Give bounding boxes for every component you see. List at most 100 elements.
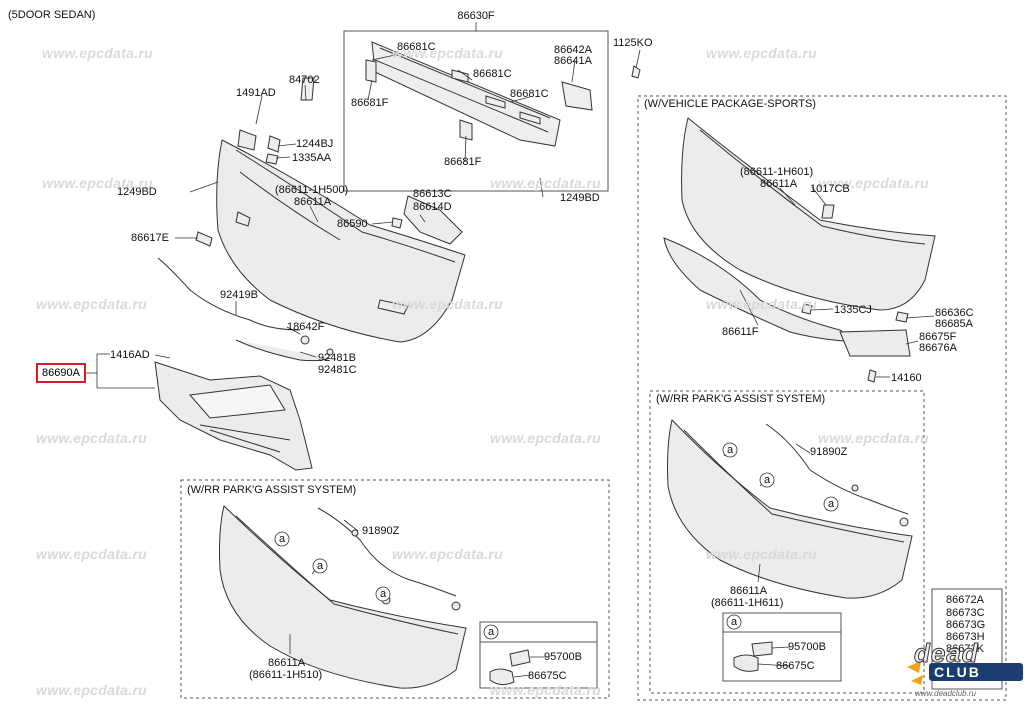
- part-label[interactable]: 1017CB: [810, 183, 850, 195]
- watermark: www.epcdata.ru: [490, 682, 602, 698]
- part-label[interactable]: 86673H: [946, 631, 985, 643]
- callout-a: a: [730, 616, 738, 628]
- watermark: www.epcdata.ru: [490, 175, 602, 191]
- watermark: www.epcdata.ru: [36, 682, 148, 698]
- watermark: www.epcdata.ru: [392, 546, 504, 562]
- logo-url: www.deadclub.ru: [915, 689, 976, 698]
- part-label[interactable]: 86642A: [554, 44, 592, 56]
- inset-list-right: [931, 588, 1003, 690]
- part-label[interactable]: 86611A: [268, 657, 306, 669]
- part-label[interactable]: 86681F: [351, 97, 389, 109]
- part-label[interactable]: 92481B: [318, 352, 356, 364]
- wiring-harness: [157, 257, 334, 362]
- part-label[interactable]: 86673G: [946, 619, 986, 631]
- part-label[interactable]: 1335AA: [292, 152, 332, 164]
- bumper-main: [195, 129, 466, 343]
- part-label[interactable]: 84702: [289, 74, 320, 86]
- part-label[interactable]: 86681C: [510, 88, 549, 100]
- part-label[interactable]: 86672A: [946, 594, 984, 606]
- deadclub-logo: [905, 637, 1033, 705]
- part-label[interactable]: 86685A: [935, 318, 973, 330]
- part-label[interactable]: 91890Z: [810, 446, 848, 458]
- watermark: www.epcdata.ru: [706, 45, 818, 61]
- part-label[interactable]: 1249BD: [117, 186, 157, 198]
- part-label[interactable]: 92419B: [220, 289, 258, 301]
- part-label[interactable]: 86611A: [730, 585, 768, 597]
- part-label[interactable]: 86617E: [131, 232, 169, 244]
- bumper-sports: [663, 117, 936, 383]
- part-label[interactable]: 91890Z: [362, 525, 400, 537]
- part-label[interactable]: 92481C: [318, 364, 357, 376]
- part-label[interactable]: 1416AD: [110, 349, 150, 361]
- part-label[interactable]: 86681F: [444, 156, 482, 168]
- leader-lines: [86, 22, 935, 678]
- box-title-sports: (W/VEHICLE PACKAGE-SPORTS): [644, 98, 816, 110]
- watermark: www.epcdata.ru: [42, 175, 154, 191]
- logo-wordmark: dead: [914, 638, 979, 669]
- part-label[interactable]: (86611-1H601): [740, 166, 814, 178]
- part-label[interactable]: 86681C: [473, 68, 512, 80]
- callout-a: a: [726, 444, 734, 456]
- callout-a: a: [278, 533, 286, 545]
- watermark: www.epcdata.ru: [706, 546, 818, 562]
- watermark: www.epcdata.ru: [36, 296, 148, 312]
- part-label[interactable]: 86675C: [776, 660, 815, 672]
- part-label[interactable]: 18642F: [287, 321, 325, 333]
- part-label[interactable]: 1244BJ: [296, 138, 334, 150]
- part-label[interactable]: (86611-1H510): [249, 669, 323, 681]
- part-label[interactable]: (86611-1H611): [711, 597, 784, 609]
- watermark: www.epcdata.ru: [490, 430, 602, 446]
- part-label[interactable]: 86681C: [397, 41, 436, 53]
- watermark: www.epcdata.ru: [392, 296, 504, 312]
- bumper-park-assist-left: [219, 505, 467, 689]
- inset-a-left: [479, 621, 598, 689]
- part-label[interactable]: 95700B: [544, 651, 582, 663]
- undercover: [154, 361, 313, 471]
- part-label[interactable]: 86673K: [946, 643, 984, 655]
- part-label[interactable]: 86673C: [946, 607, 985, 619]
- sensor-parts: [489, 641, 773, 686]
- box-title-park-assist-right: (W/RR PARK'G ASSIST SYSTEM): [656, 393, 826, 405]
- part-label[interactable]: 86611F: [722, 326, 759, 338]
- callout-a: a: [827, 498, 835, 510]
- part-label[interactable]: 86676A: [919, 342, 957, 354]
- watermark: www.epcdata.ru: [818, 430, 930, 446]
- part-label[interactable]: 1335CJ: [834, 304, 872, 316]
- part-label[interactable]: 86614D: [413, 201, 452, 213]
- callout-circles: [274, 442, 839, 640]
- part-label[interactable]: 86641A: [554, 55, 592, 67]
- callout-a: a: [379, 588, 387, 600]
- part-label[interactable]: (86611-1H500): [275, 184, 349, 196]
- part-label[interactable]: 86590: [337, 218, 368, 230]
- part-label[interactable]: 86613C: [413, 188, 452, 200]
- watermark: www.epcdata.ru: [36, 546, 148, 562]
- part-label[interactable]: 14160: [891, 372, 922, 384]
- part-label[interactable]: 1491AD: [236, 87, 276, 99]
- part-label[interactable]: 1249BD: [560, 192, 600, 204]
- part-label[interactable]: 95700B: [788, 641, 826, 653]
- callout-a: a: [487, 626, 495, 638]
- inset-a-right: [722, 612, 842, 682]
- watermark: www.epcdata.ru: [392, 45, 504, 61]
- rear-beam: [300, 41, 641, 147]
- box-park-assist-left: [180, 479, 610, 699]
- part-label[interactable]: 86675F: [919, 331, 957, 343]
- part-label-86630f[interactable]: 86630F: [457, 10, 495, 22]
- part-label[interactable]: 86636C: [935, 307, 974, 319]
- part-label[interactable]: 1125KO: [613, 37, 653, 49]
- part-label[interactable]: 86675C: [528, 670, 567, 682]
- bumper-park-assist-right: [667, 418, 913, 599]
- watermark: www.epcdata.ru: [706, 296, 818, 312]
- watermark: www.epcdata.ru: [36, 430, 148, 446]
- part-label[interactable]: 86611A: [760, 178, 798, 190]
- callout-a: a: [316, 560, 324, 572]
- logo-subtitle: CLUB: [934, 664, 981, 680]
- highlighted-part-86690a[interactable]: 86690A: [36, 363, 86, 383]
- highlighted-part-label: 86690A: [42, 367, 80, 379]
- part-label[interactable]: 86611A: [294, 196, 332, 208]
- callout-a: a: [763, 474, 771, 486]
- watermark: www.epcdata.ru: [42, 45, 154, 61]
- page-title: (5DOOR SEDAN): [8, 9, 96, 21]
